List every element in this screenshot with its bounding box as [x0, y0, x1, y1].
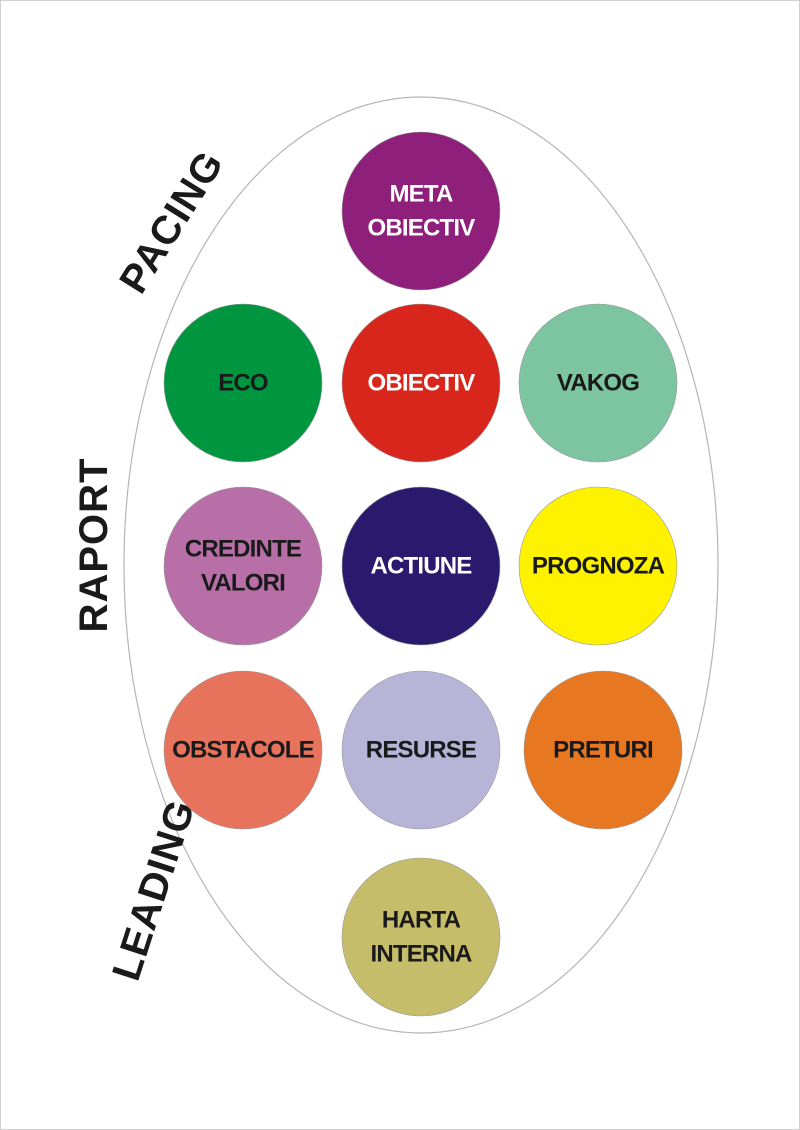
node-circle [341, 303, 501, 463]
node-obiectiv: OBIECTIV [341, 303, 501, 463]
node-label: ECO [218, 370, 268, 397]
node-label: CREDINTE [185, 536, 302, 563]
node-meta-obiectiv: META OBIECTIV [341, 131, 501, 291]
node-vakog: VAKOG [518, 303, 678, 463]
node-actiune: ACTIUNE [341, 486, 501, 646]
node-circle [163, 486, 323, 646]
node-label: VALORI [201, 570, 285, 597]
node-label: PRETURI [553, 737, 653, 764]
node-label: INTERNA [370, 941, 472, 968]
node-label: HARTA [382, 907, 461, 934]
node-credinte-valori: CREDINTE VALORI [163, 486, 323, 646]
node-circle [518, 303, 678, 463]
node-circle [341, 131, 501, 291]
node-circle [523, 670, 683, 830]
label-leading: LEADING [104, 794, 204, 985]
node-label: OBIECTIV [368, 215, 476, 242]
node-resurse: RESURSE [341, 670, 501, 830]
node-circle [163, 303, 323, 463]
node-label: PROGNOZA [532, 553, 665, 580]
node-label: ACTIUNE [370, 553, 472, 580]
node-preturi: PRETURI [523, 670, 683, 830]
node-circle [341, 857, 501, 1017]
node-label: OBSTACOLE [172, 737, 314, 764]
node-label: OBIECTIV [368, 370, 476, 397]
node-eco: ECO [163, 303, 323, 463]
node-harta-interna: HARTA INTERNA [341, 857, 501, 1017]
node-obstacole: OBSTACOLE [163, 670, 323, 830]
outer-ellipse [123, 96, 719, 1034]
node-circle [518, 486, 678, 646]
label-pacing: PACING [111, 143, 232, 301]
node-circle [341, 670, 501, 830]
node-label: VAKOG [557, 370, 639, 397]
node-label: META [389, 181, 452, 208]
node-circle [341, 486, 501, 646]
node-label: RESURSE [366, 737, 477, 764]
label-raport: RAPORT [72, 458, 116, 633]
node-prognoza: PROGNOZA [518, 486, 678, 646]
node-circle [163, 670, 323, 830]
